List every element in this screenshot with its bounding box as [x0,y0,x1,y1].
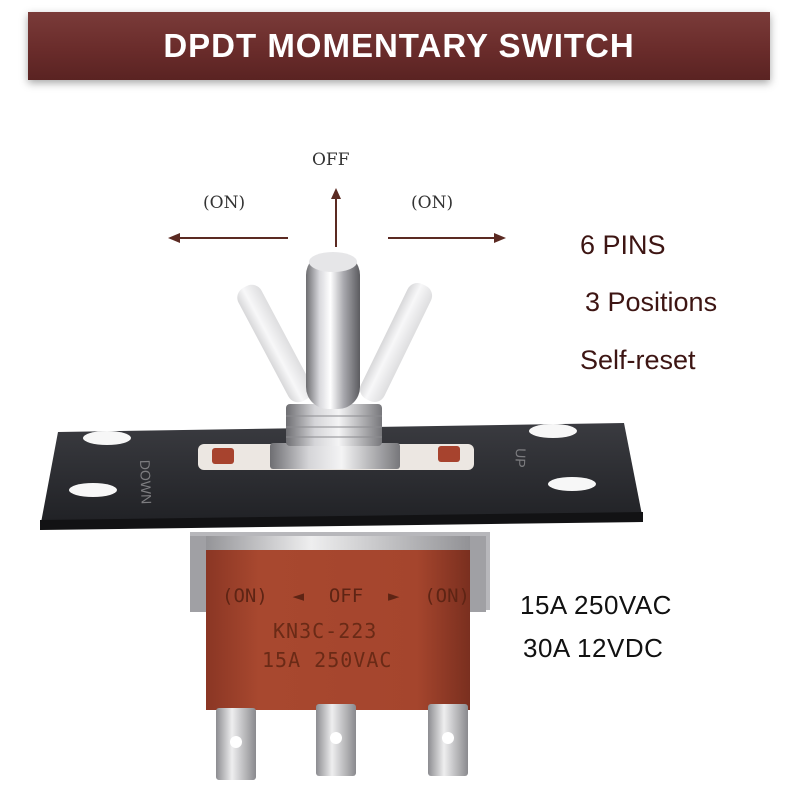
body-position-marking: (ON) ◄ OFF ► (ON) [222,585,470,607]
arrow-right-icon [388,233,506,243]
position-label-on-left: (ON) [203,193,246,213]
terminal-pins [216,704,468,780]
hex-nut [270,404,400,469]
position-label-off: OFF [312,150,350,170]
body-pos-right: (ON) [424,585,470,607]
spec-reset: Self-reset [580,345,696,375]
toggle-lever [306,252,360,409]
mounting-plate [40,423,643,530]
title-banner: DPDT MOMENTARY SWITCH [28,12,770,80]
plate-marking-down: DOWN [137,460,155,505]
body-pos-center: OFF [328,585,364,607]
arrow-up-icon [331,188,341,247]
lever-left-position [237,284,313,403]
position-label-on-right: (ON) [411,193,454,213]
body-model-number: KN3C-223 [273,619,378,643]
rating-dc: 30A 12VDC [523,633,664,663]
body-arrow-right-icon: ► [387,585,400,607]
rating-ac: 15A 250VAC [520,590,672,620]
plate-marking-up: UP [512,448,529,468]
spec-positions: 3 Positions [585,287,718,317]
banner-title: DPDT MOMENTARY SWITCH [163,27,635,64]
body-pos-left: (ON) [222,585,268,607]
body-arrow-left-icon: ◄ [292,585,305,607]
body-rating: 15A 250VAC [262,648,393,672]
arrow-left-icon [168,233,288,243]
lever-right-position [360,282,433,402]
switch-body [190,532,490,710]
spec-pins: 6 PINS [580,230,666,260]
